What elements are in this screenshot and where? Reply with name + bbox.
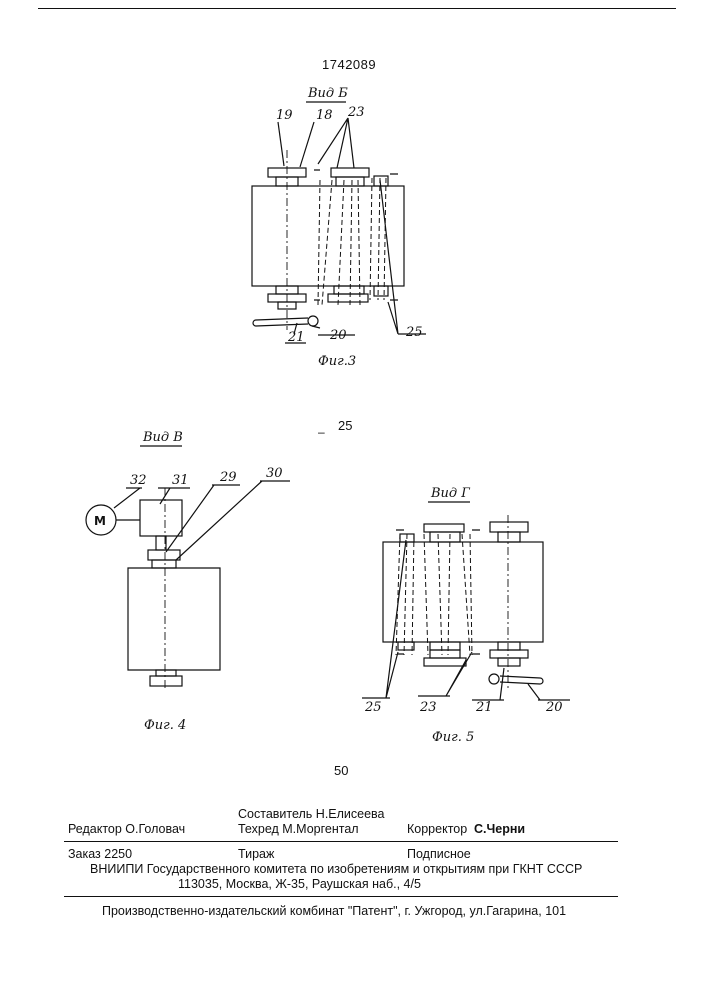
fig5-top-knob-neck <box>498 532 520 542</box>
fig5-view-title: Вид Г <box>430 486 470 501</box>
fig4-roller-body <box>128 568 220 670</box>
fig4-leader-32 <box>114 488 142 508</box>
fig5-strip-clip-bottom <box>398 642 414 650</box>
fig5-leader-20 <box>528 684 570 700</box>
fig3-leader-18 <box>300 122 314 167</box>
footer-corrector-name: С.Черни <box>474 822 525 836</box>
fig5-label-25: 25 <box>364 700 382 715</box>
fig5-top-knob <box>490 522 528 532</box>
fig3-label-18: 18 <box>316 108 333 123</box>
fig5-handle-ring <box>489 674 499 684</box>
fig5-caption: Фиг. 5 <box>432 730 474 745</box>
fig5-label-20: 20 <box>545 700 563 715</box>
fig3-label-23: 23 <box>347 105 365 120</box>
figure-4: Вид В M 32 31 29 30 Фиг. 4 <box>86 430 290 733</box>
fig4-label-30: 30 <box>266 466 283 481</box>
fig3-handle-end <box>253 320 256 326</box>
fig5-bottom-knob-neck <box>498 642 520 650</box>
fig5-label-21: 21 <box>475 700 493 715</box>
footer-address: 113035, Москва, Ж-35, Раушская наб., 4/5 <box>178 877 421 891</box>
fig3-handle <box>256 318 308 326</box>
fig5-handle <box>500 676 540 684</box>
footer-circulation: Тираж <box>238 847 274 861</box>
fig3-strip-clip-bottom <box>374 286 388 296</box>
fig4-motor-symbol: M <box>94 514 106 528</box>
fig5-strips <box>396 534 472 655</box>
fig4-leader-31 <box>158 488 190 504</box>
fig5-clamp-top <box>424 524 464 532</box>
fig3-caption: Фиг.3 <box>318 354 356 369</box>
fig3-label-20: 20 <box>329 328 347 343</box>
fig5-clamp-bottom-neck <box>430 642 460 650</box>
fig5-clamp-bottom <box>424 658 466 666</box>
fig5-clamp-bottom-mid <box>430 650 460 658</box>
fig5-clamp-top-neck <box>430 532 460 542</box>
footer-corrector-label: Корректор <box>407 822 467 836</box>
fig4-bottom-knob <box>150 676 182 686</box>
fig3-label-19: 19 <box>276 108 293 123</box>
fig3-leader-19 <box>278 122 284 166</box>
footer-editor: Редактор О.Головач <box>68 822 185 836</box>
fig5-bottom-knob <box>490 650 528 658</box>
fig5-roller-body <box>383 542 543 642</box>
fig5-bottom-knob-base <box>498 658 520 666</box>
fig4-view-title: Вид В <box>142 430 183 445</box>
figure-5: Вид Г <box>362 486 570 745</box>
fig4-top-knob <box>148 550 180 560</box>
footer-rule-1 <box>64 841 618 842</box>
fig4-bottom-knob-neck <box>156 670 176 676</box>
fig4-caption: Фиг. 4 <box>144 718 186 733</box>
fig3-leader-25 <box>380 180 426 334</box>
fig5-ticks <box>396 530 480 654</box>
fig4-leader-29 <box>166 485 240 552</box>
fig3-clamp-bottom <box>328 294 368 302</box>
fig5-leader-21 <box>472 668 504 700</box>
fig4-coupling <box>156 536 166 550</box>
fig3-leader-23 <box>318 118 354 168</box>
fig3-label-25: 25 <box>405 325 423 340</box>
fig5-leader-25 <box>362 540 406 698</box>
fig3-clamp-top <box>331 168 369 177</box>
fig3-label-21: 21 <box>287 330 305 345</box>
fig5-handle-end <box>540 678 543 684</box>
fig4-gearbox <box>140 500 182 536</box>
fig5-label-23: 23 <box>419 700 437 715</box>
footer-order: Заказ 2250 <box>68 847 132 861</box>
fig4-label-32: 32 <box>130 473 147 488</box>
footer-publisher: Производственно-издательский комбинат "П… <box>102 904 566 918</box>
figure-3: Вид Б <box>252 86 426 369</box>
footer-institute: ВНИИПИ Государственного комитета по изоб… <box>90 862 582 876</box>
fig4-top-knob-neck <box>152 560 176 568</box>
fig4-leader-30 <box>176 481 290 560</box>
footer-subscription: Подписное <box>407 847 471 861</box>
footer-compiler: Составитель Н.Елисеева <box>238 807 385 821</box>
fig3-view-title: Вид Б <box>307 86 348 101</box>
fig4-label-29: 29 <box>219 470 237 485</box>
fig4-label-31: 31 <box>172 473 189 488</box>
fig3-clamp-top-neck <box>336 177 364 186</box>
footer-techred: Техред М.Моргентал <box>238 822 359 836</box>
footer-rule-2 <box>64 896 618 897</box>
fig3-handle-ring <box>308 316 318 326</box>
